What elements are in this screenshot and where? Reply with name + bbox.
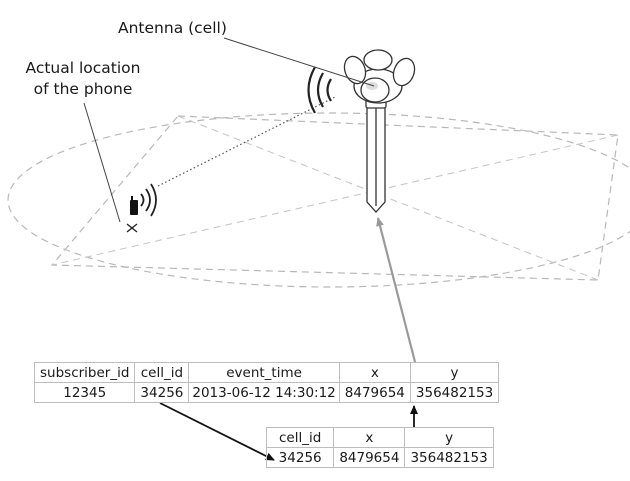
phone-icon [130,200,138,215]
join-arrow-cell-id [159,402,275,461]
location-pointer-arrow [376,217,417,363]
cell-event-time: 2013-06-12 14:30:12 [188,382,340,403]
antenna-label: Antenna (cell) [118,19,227,37]
header-event-time: event_time [188,362,340,383]
header-x: x [338,362,411,383]
signal-path-line [157,96,336,187]
phone-callout-line [83,102,121,223]
antenna-callout-line [223,37,375,87]
cell-y: 356482153 [404,447,494,468]
phone-signal-waves-icon [140,183,157,217]
phone-label-line-2: of the phone [33,80,133,98]
table-header-row: subscriber_id cell_id event_time x y [33,362,500,383]
phone-location-label: Actual location of the phone [8,58,158,100]
cell-subscriber-id: 12345 [33,382,136,403]
header-y: y [404,427,494,448]
header-cell-id: cell_id [265,427,335,448]
signal-waves-icon [307,66,332,114]
cell-y: 356482153 [409,382,500,403]
cell-locations-table: cell_id x y 34256 8479654 356482153 [265,427,494,468]
phone-label-line-1: Actual location [25,59,141,77]
header-y: y [409,362,500,383]
coverage-diagonal-a [177,115,599,281]
coverage-ellipse [7,112,630,288]
header-subscriber-id: subscriber_id [33,362,136,383]
location-x-icon [126,223,138,233]
table-row: 34256 8479654 356482153 [265,447,494,468]
cell-x: 8479654 [338,382,411,403]
call-events-table: subscriber_id cell_id event_time x y 123… [33,362,500,403]
antenna-tower-icon [343,49,416,213]
header-x: x [333,427,406,448]
coverage-rectangle [50,115,619,281]
cell-x: 8479654 [333,447,406,468]
coverage-diagonal-b [51,134,619,266]
phone-antenna [131,196,133,201]
cell-cell-id: 34256 [265,447,335,468]
table-header-row: cell_id x y [265,427,494,448]
header-cell-id: cell_id [134,362,190,383]
table-row: 12345 34256 2013-06-12 14:30:12 8479654 … [33,382,500,403]
cell-cell-id: 34256 [134,382,190,403]
